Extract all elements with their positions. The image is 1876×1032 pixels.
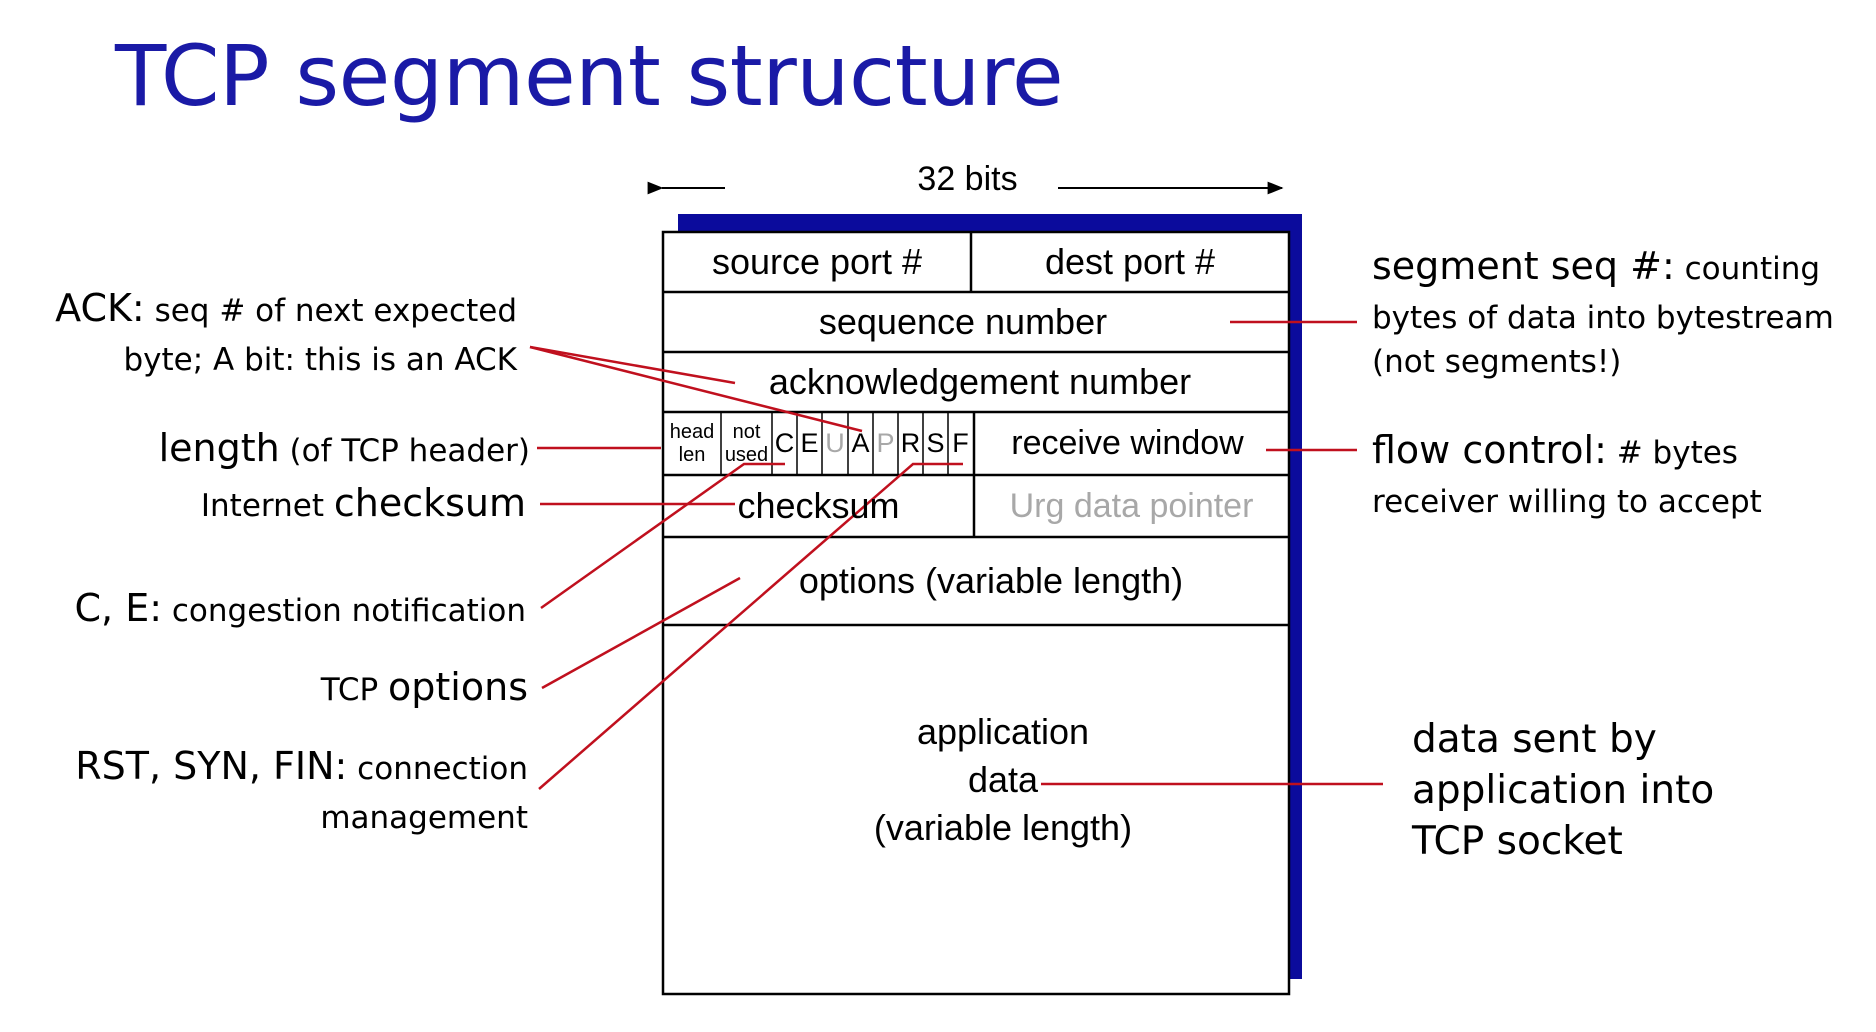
options-key: options: [388, 665, 528, 709]
flow-key: flow control:: [1372, 428, 1607, 472]
not-used-line1: not: [732, 420, 761, 443]
flag-a: A: [851, 428, 870, 458]
flag-s: S: [926, 428, 945, 458]
ack-text2: byte; A bit: this is an ACK: [123, 342, 517, 378]
flag-u: U: [825, 428, 845, 458]
annotation-flow: flow control: # bytes receiver willing t…: [1372, 428, 1762, 524]
annotation-length: length (of TCP header): [159, 424, 530, 480]
flow-text1: # bytes: [1606, 435, 1738, 471]
segment-box: [661, 230, 1291, 996]
flag-lines: [720, 412, 949, 475]
annotation-ce: C, E: congestion notification: [75, 584, 527, 640]
data-line3: TCP socket: [1412, 819, 1623, 864]
app-data-line2: data: [967, 759, 1039, 800]
checksum-field: checksum: [737, 485, 900, 526]
length-key: length: [158, 426, 280, 470]
not-used-field: not used: [721, 412, 772, 475]
app-data-line1: application: [916, 711, 1090, 752]
leader-lines: [529, 320, 1383, 790]
annotation-seq: segment seq #: counting bytes of data in…: [1372, 244, 1834, 384]
source-port-field: source port #: [711, 241, 923, 282]
rsf-text2: management: [320, 800, 528, 836]
rsf-key: RST, SYN, FIN:: [75, 744, 348, 788]
ce-text: congestion notification: [162, 593, 526, 629]
ack-number-field: acknowledgement number: [768, 361, 1192, 402]
leader-ce: [540, 462, 785, 610]
seq-text1: counting: [1674, 251, 1821, 287]
flag-f: F: [952, 428, 969, 458]
annotation-rsf: RST, SYN, FIN: connection management: [75, 744, 528, 840]
annotation-ack: ACK: seq # of next expected byte; A bit:…: [55, 286, 517, 382]
length-text: (of TCP header): [279, 433, 530, 469]
flag-p: P: [876, 428, 895, 458]
page-title: TCP segment structure: [115, 27, 1064, 125]
leader-ack-bit: [529, 345, 863, 433]
width-label: 32 bits: [917, 160, 1018, 198]
app-data-field: application data (variable length): [663, 700, 1313, 860]
flag-c: C: [774, 428, 795, 458]
ack-key: ACK:: [55, 286, 145, 330]
seq-text2: bytes of data into bytestream: [1372, 300, 1834, 336]
checksum-key: checksum: [333, 481, 526, 525]
annotation-data: data sent by application into TCP socket: [1412, 714, 1714, 867]
leader-options: [541, 576, 741, 690]
data-line1: data sent by: [1412, 717, 1657, 762]
options-prefix: TCP: [320, 672, 389, 708]
app-data-line3: (variable length): [873, 807, 1133, 848]
urg-pointer-field: Urg data pointer: [1009, 486, 1254, 525]
data-line2: application into: [1412, 768, 1715, 813]
rsf-text1: connection: [347, 751, 528, 787]
ce-key: C, E:: [74, 586, 163, 630]
seq-key: segment seq #:: [1372, 244, 1675, 288]
flag-e: E: [800, 428, 819, 458]
flow-text2: receiver willing to accept: [1372, 484, 1762, 520]
dest-port-field: dest port #: [1044, 241, 1216, 282]
head-len-line1: head: [669, 420, 715, 443]
leader-ack-number: [529, 345, 736, 385]
head-len-line2: len: [678, 443, 706, 466]
seq-text3: (not segments!): [1372, 344, 1622, 380]
receive-window-field: receive window: [1011, 424, 1244, 462]
sequence-number-field: sequence number: [818, 301, 1108, 342]
annotation-options: TCP options: [321, 662, 528, 720]
options-field: options (variable length): [798, 560, 1184, 601]
head-len-field: head len: [663, 412, 721, 475]
ack-text1: seq # of next expected: [144, 293, 517, 329]
not-used-line2: used: [724, 443, 769, 466]
row-lines: [663, 232, 1289, 627]
leader-rsf: [538, 462, 963, 790]
flag-r: R: [900, 428, 921, 458]
checksum-prefix: Internet: [200, 488, 334, 524]
annotation-checksum: Internet checksum: [201, 478, 526, 536]
